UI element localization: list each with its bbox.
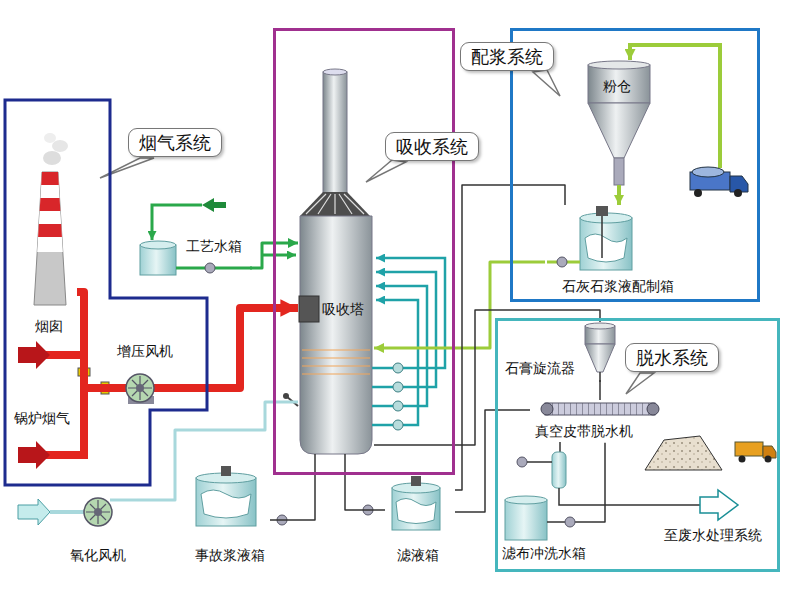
absorber-tower: 吸收塔 <box>298 72 374 454</box>
wash-water-tank: 滤布冲洗水箱 <box>499 492 592 565</box>
equipment-label: 工艺水箱 <box>186 238 242 255</box>
gypsum-cyclone: 石膏旋流器 <box>500 322 625 380</box>
equipment-label: 粉仓 <box>603 78 631 95</box>
oxidation-fan: 氧化风机 <box>65 490 137 567</box>
equipment-label: 石灰石浆液配制箱 <box>562 278 674 295</box>
pipe-connector <box>455 410 530 512</box>
booster-fan: 增压风机 <box>112 340 192 406</box>
callout-bubble: 烟气系统 <box>128 128 222 157</box>
pipe-connector <box>617 185 621 205</box>
region-border <box>5 100 207 485</box>
equipment-label: 氧化风机 <box>70 547 126 564</box>
belt-filter: 真空皮带脱水机 <box>530 400 660 443</box>
callout-bubble: 配浆系统 <box>460 42 554 71</box>
system-region: 吸收系统吸收塔 <box>273 28 455 475</box>
pipe-connector <box>592 443 605 522</box>
flow-label: 至废水处理系统 <box>664 527 762 544</box>
system-region: 配浆系统粉仓石灰石浆液配制箱 <box>510 28 760 302</box>
flow-label: 锅炉烟气 <box>14 410 70 427</box>
system-region: 烟气系统烟囱增压风机 <box>5 100 208 486</box>
powder-silo: 粉仓 <box>585 62 653 185</box>
region-outline <box>5 100 208 486</box>
filtrate-tank: 滤液箱 <box>385 470 455 567</box>
pipe-connector <box>374 262 545 348</box>
equipment-label: 真空皮带脱水机 <box>535 423 633 440</box>
emergency-tank: 事故浆液箱 <box>190 462 270 567</box>
equipment-label: 烟囱 <box>35 318 63 335</box>
equipment-label: 吸收塔 <box>322 301 364 318</box>
water-tank: 工艺水箱 <box>135 215 250 263</box>
equipment-label: 事故浆液箱 <box>195 547 265 564</box>
slurry-tank: 石灰石浆液配制箱 <box>545 205 677 298</box>
equipment-label: 增压风机 <box>117 343 173 360</box>
callout-bubble: 吸收系统 <box>385 132 479 161</box>
callout-bubble: 脱水系统 <box>625 343 719 372</box>
pipe-connector <box>270 454 315 520</box>
pipe-connector <box>77 292 112 388</box>
equipment-label: 滤布冲洗水箱 <box>502 545 586 562</box>
equipment-label: 石膏旋流器 <box>505 360 575 377</box>
chimney: 烟囱 <box>25 160 77 338</box>
pipe-connector <box>345 454 385 510</box>
pipe-connector <box>599 380 601 400</box>
equipment-label: 滤液箱 <box>397 547 439 564</box>
